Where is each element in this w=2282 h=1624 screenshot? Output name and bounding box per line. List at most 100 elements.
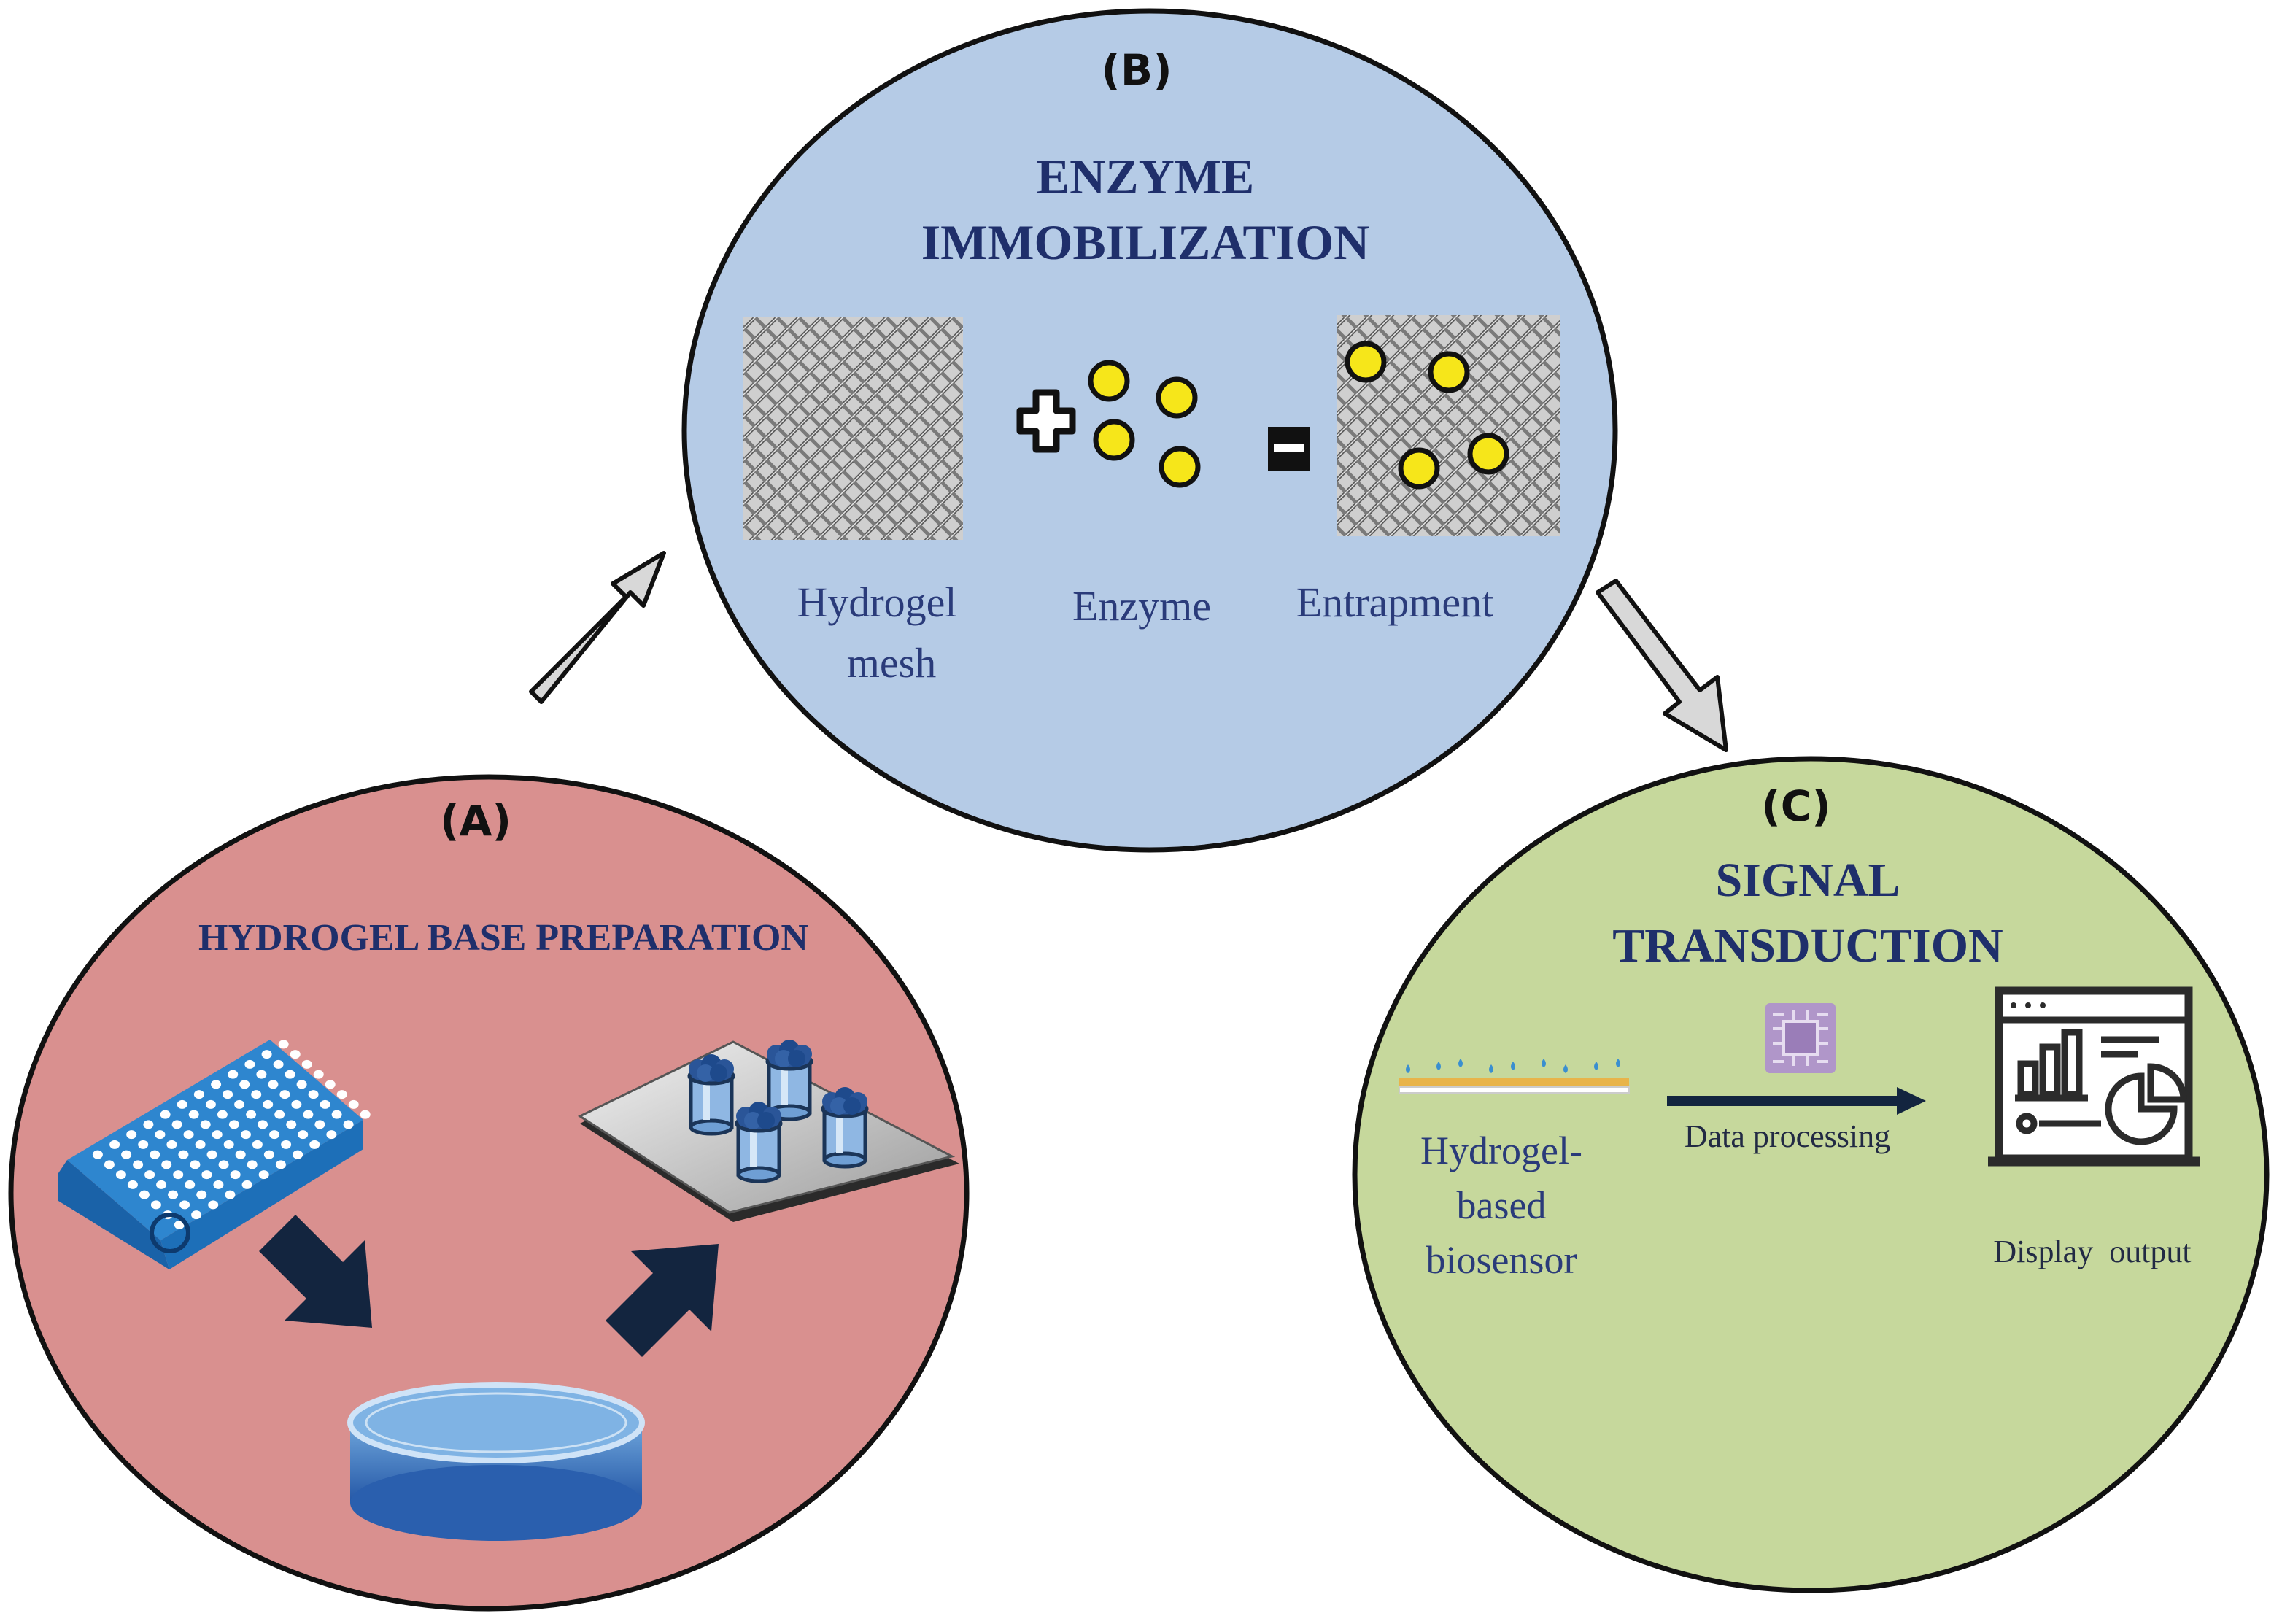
well-dot — [92, 1150, 103, 1159]
droplet-icon — [1542, 1059, 1546, 1067]
droplet-icon — [1616, 1059, 1620, 1067]
well-dot — [174, 1220, 185, 1229]
well-dot — [104, 1160, 115, 1169]
well-dot — [298, 1130, 309, 1140]
well-dot — [177, 1099, 187, 1109]
well-dot — [193, 1090, 204, 1099]
well-dot — [278, 1040, 289, 1049]
well-dot — [279, 1090, 290, 1099]
entrapment-icon — [1337, 315, 1560, 536]
well-dot — [308, 1090, 319, 1099]
mesh-label-line2: mesh — [847, 639, 936, 687]
well-dot — [213, 1180, 224, 1189]
well-dot — [343, 1120, 354, 1129]
well-dot — [208, 1200, 219, 1210]
panel-a-title: HYDROGEL BASE PREPARATION — [198, 917, 808, 959]
well-dot — [218, 1160, 229, 1169]
well-dot — [150, 1200, 161, 1210]
well-dot — [246, 1110, 257, 1119]
well-dot — [211, 1080, 222, 1089]
well-dot — [126, 1130, 137, 1140]
well-dot — [309, 1140, 320, 1149]
well-dot — [281, 1140, 292, 1149]
pillar-icon — [765, 1040, 813, 1121]
well-dot — [252, 1140, 263, 1149]
plus-icon — [1016, 389, 1076, 453]
well-dot — [273, 1059, 284, 1069]
well-dot — [269, 1130, 280, 1140]
droplet-icon — [1406, 1064, 1410, 1073]
well-dot — [251, 1090, 262, 1099]
enzyme-label: Enzyme — [1072, 582, 1211, 630]
well-dot — [200, 1120, 211, 1129]
panel-a-circle — [8, 774, 970, 1612]
well-dot — [191, 1210, 202, 1220]
well-dot — [258, 1170, 269, 1180]
well-dot — [188, 1110, 199, 1119]
well-dot — [235, 1150, 246, 1159]
droplet-icon — [1511, 1062, 1515, 1070]
enzyme-group-icon — [1088, 360, 1201, 488]
well-dot — [325, 1080, 336, 1089]
flow-arrow-b-to-c — [1596, 579, 1728, 752]
well-dot — [190, 1160, 201, 1169]
well-dot — [256, 1070, 267, 1079]
well-dot — [286, 1120, 297, 1129]
well-dot — [183, 1130, 194, 1140]
well-dot — [244, 1059, 255, 1069]
well-dot — [234, 1099, 245, 1109]
well-dot — [196, 1190, 207, 1199]
panel-c-title-line1: SIGNAL — [1715, 854, 1900, 907]
panel-b-title-line1: ENZYME — [1037, 149, 1254, 204]
arrow-plate-to-dish — [259, 1215, 372, 1328]
droplet-icon — [1458, 1059, 1463, 1067]
well-dot — [228, 1120, 239, 1129]
biosensor-strip-icon — [1399, 1059, 1630, 1094]
well-dot — [166, 1140, 177, 1149]
well-dot — [258, 1120, 268, 1129]
panel-c-circle — [1352, 756, 2270, 1593]
well-dot — [320, 1099, 330, 1109]
well-dot — [291, 1099, 302, 1109]
sensor-label-line3: biosensor — [1426, 1238, 1577, 1282]
dashboard-monitor-icon — [1988, 986, 2200, 1167]
well-dot — [290, 1050, 301, 1059]
well-dot — [348, 1099, 359, 1109]
sensor-label-line1: Hydrogel- — [1420, 1129, 1582, 1172]
equals-icon — [1268, 427, 1310, 471]
well-dot — [168, 1190, 179, 1199]
panel-b-title-line2: IMMOBILIZATION — [921, 214, 1370, 270]
well-dot — [275, 1160, 286, 1169]
well-dot — [127, 1180, 138, 1189]
panel-b-circle — [681, 8, 1618, 853]
droplet-icon — [1436, 1062, 1441, 1070]
well-dot — [206, 1150, 217, 1159]
well-dot — [115, 1170, 126, 1180]
well-dot — [268, 1080, 279, 1089]
well-dot — [201, 1170, 212, 1180]
droplet-icon — [1489, 1064, 1493, 1073]
well-dot — [212, 1130, 223, 1140]
well-dot — [143, 1120, 154, 1129]
well-dot — [274, 1110, 285, 1119]
well-dot — [261, 1050, 272, 1059]
well-dot — [156, 1180, 167, 1189]
processing-label: Data processing — [1685, 1118, 1890, 1154]
well-dot — [133, 1160, 144, 1169]
well-dot — [173, 1170, 184, 1180]
panel-b-letter: (B) — [1101, 45, 1172, 95]
well-dot — [230, 1170, 241, 1180]
petri-dish-icon — [347, 1382, 645, 1541]
well-dot — [171, 1120, 182, 1129]
data-processing-arrow — [1667, 1087, 1926, 1115]
droplet-icon — [1563, 1064, 1568, 1073]
well-dot — [293, 1150, 303, 1159]
hydrogel-pillars-icon — [577, 1040, 959, 1222]
panel-a-letter: (A) — [440, 796, 511, 846]
well-dot — [205, 1099, 216, 1109]
panel-b: (B) ENZYME IMMOBILIZATION Hydrogel mesh … — [681, 8, 1618, 853]
well-plate-icon — [58, 1040, 371, 1269]
well-dot — [223, 1090, 233, 1099]
well-dot — [263, 1150, 274, 1159]
pillar-icon — [735, 1102, 783, 1183]
